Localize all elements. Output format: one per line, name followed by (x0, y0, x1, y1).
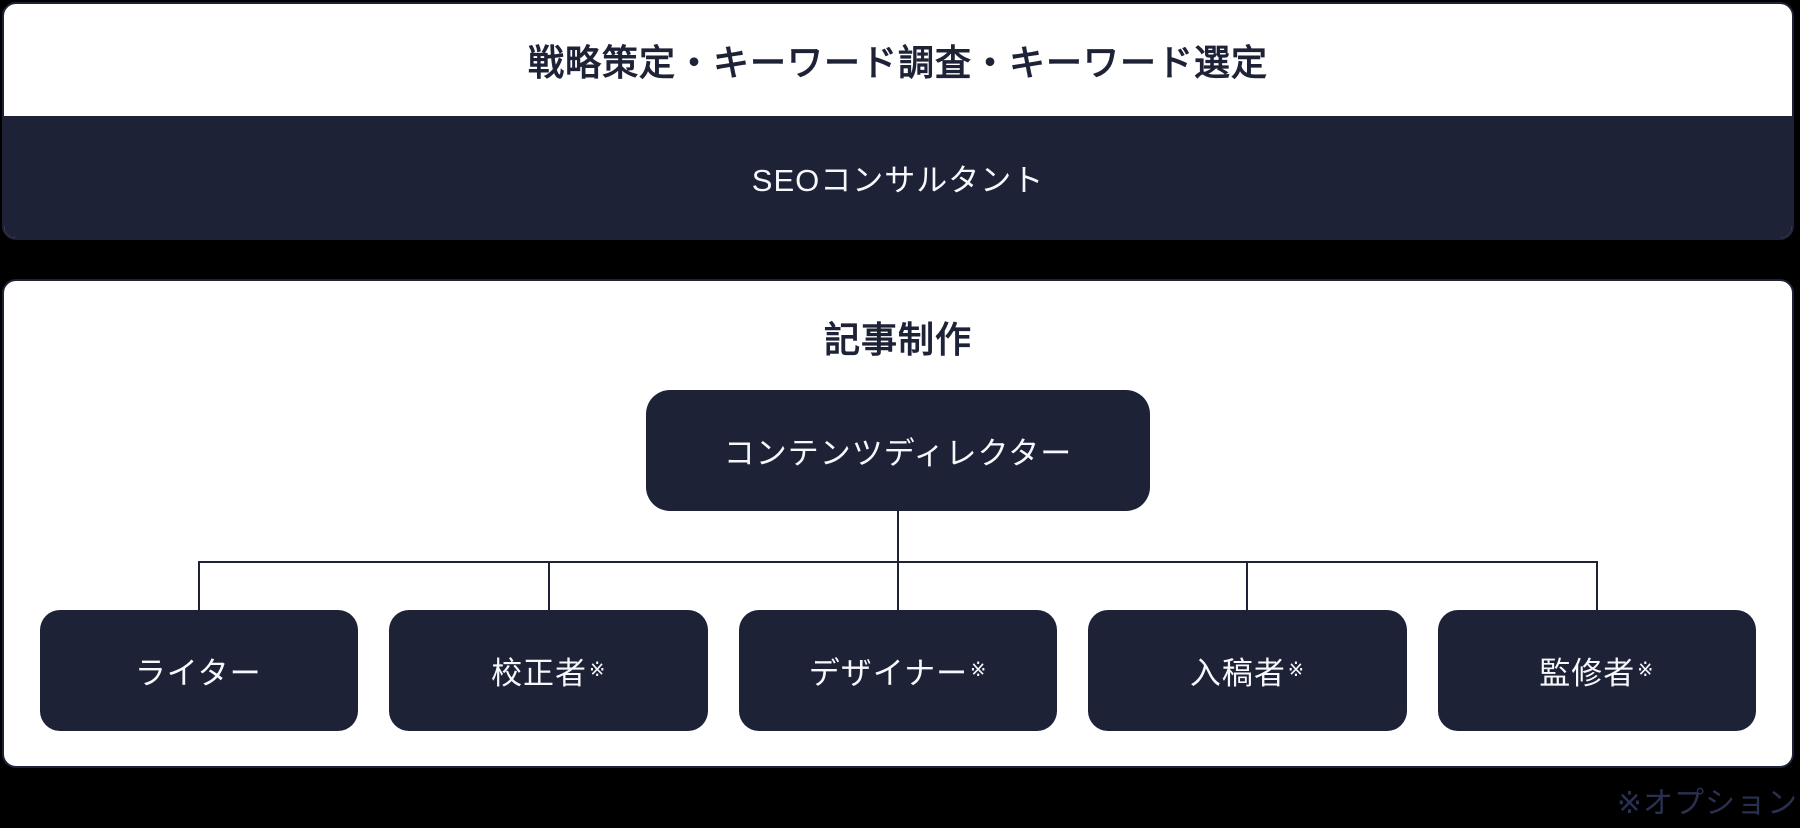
member-box-submitter: 入稿者※ (1088, 610, 1407, 731)
content-director-box: コンテンツディレクター (646, 390, 1150, 511)
connector-drop-submitter (1246, 561, 1248, 610)
connector-drop-supervisor (1596, 561, 1598, 610)
seo-consultant-bar: SEOコンサルタント (4, 116, 1792, 238)
option-footnote: ※オプション (1616, 787, 1798, 820)
member-label: ライター (134, 656, 262, 691)
connector-director-stem (897, 511, 899, 561)
member-box-designer: デザイナー※ (738, 610, 1058, 731)
members-row: ライター 校正者※ デザイナー※ 入稿者※ 監修者※ (40, 610, 1757, 731)
seo-consultant-label: SEOコンサルタント (751, 162, 1045, 198)
production-title: 記事制作 (823, 319, 972, 360)
strategy-card: 戦略策定・キーワード調査・キーワード選定 SEOコンサルタント (2, 2, 1794, 240)
member-label: 校正者 (491, 656, 588, 691)
strategy-title: 戦略策定・キーワード調査・キーワード選定 (527, 42, 1268, 83)
production-card: 記事制作 コンテンツディレクター ライター 校正者※ デザイナー※ 入稿者※ (2, 279, 1794, 768)
member-label: 入稿者 (1189, 656, 1286, 691)
member-label: デザイナー (808, 656, 969, 691)
member-label: 監修者 (1539, 656, 1636, 691)
member-box-writer: ライター (40, 610, 359, 731)
content-director-label: コンテンツディレクター (723, 436, 1073, 471)
member-box-proofreader: 校正者※ (389, 610, 708, 731)
connector-drop-designer (897, 561, 899, 610)
connector-drop-proofreader (548, 561, 550, 610)
connector-drop-writer (198, 561, 200, 610)
member-box-supervisor: 監修者※ (1437, 610, 1757, 731)
